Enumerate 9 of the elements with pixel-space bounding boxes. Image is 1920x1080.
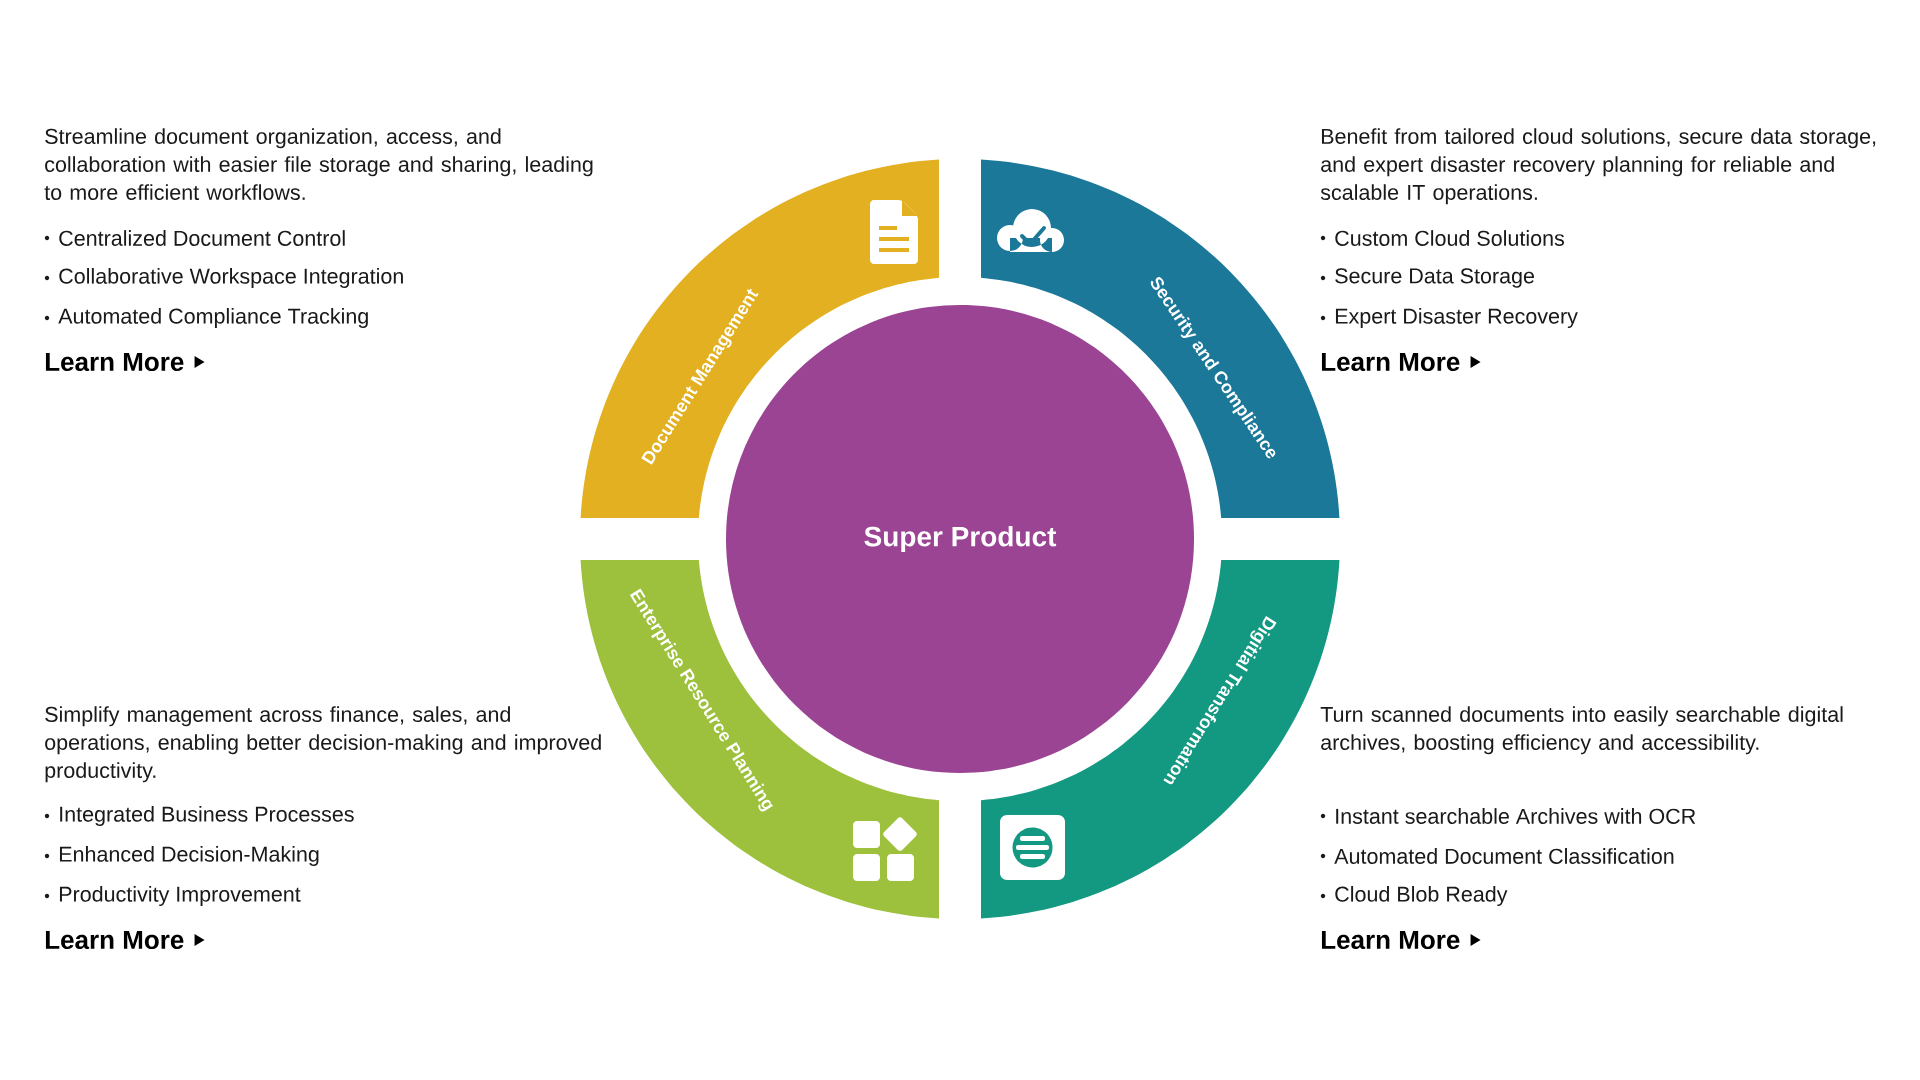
learn-more-link: Learn More [45, 930, 205, 950]
learn-more-link: Learn More [45, 352, 205, 372]
bullet-item: Collaborative Workspace Integration [44, 268, 403, 289]
bullet-item: Enhanced Decision-Making [44, 846, 319, 867]
bullet-item: Automated Compliance Tracking [44, 308, 368, 329]
bullet-item: Centralized Document Control [44, 230, 345, 246]
bullet-item: Productivity Improvement [44, 886, 301, 907]
bullet-item: Integrated Business Processes [44, 806, 354, 827]
learn-more-link: Learn More [1321, 930, 1481, 950]
